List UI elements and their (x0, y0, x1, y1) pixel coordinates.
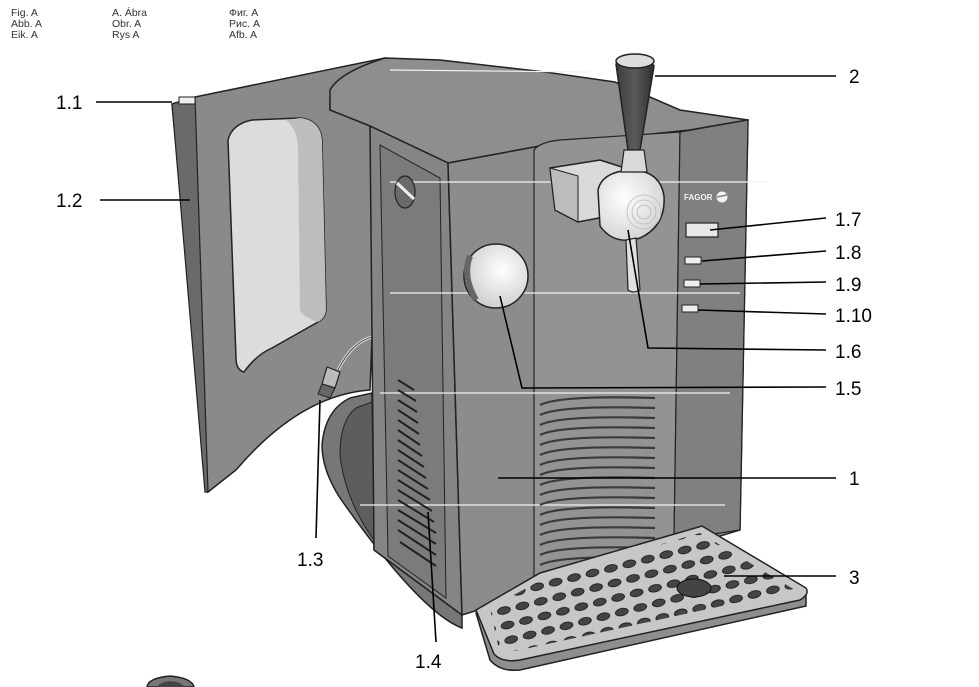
figure-label: A. Ábra (112, 7, 148, 19)
figure-label: Рис. A (229, 18, 260, 30)
tap-handle-collar (620, 149, 648, 173)
co2-tube-outline (337, 336, 373, 371)
leader-1-10 (697, 309, 827, 315)
display-window (685, 222, 719, 238)
leader-1-5 (499, 295, 827, 389)
callout-1-2: 1.2 (56, 191, 82, 212)
callout-1-6: 1.6 (835, 342, 861, 363)
figure-label-column-1: Fig. A Abb. A Eik. A (11, 8, 42, 41)
side-knob-slot (395, 181, 416, 201)
coupler-knob (463, 243, 529, 309)
callout-1-9: 1.9 (835, 275, 861, 296)
leader-1-4 (427, 511, 437, 643)
brand-logo-mark-slash (716, 194, 728, 198)
callout-1-1: 1.1 (56, 93, 82, 114)
figure-label: Фиг. A (229, 7, 259, 19)
indicator-1-9 (683, 279, 701, 288)
callout-1-7: 1.7 (835, 210, 861, 231)
accessory-part-inner (157, 681, 184, 687)
figure-label-column-2: A. Ábra Obr. A Rys A (112, 8, 147, 41)
tap-head (597, 169, 665, 241)
leader-1-9 (699, 281, 827, 285)
leader-lines (96, 75, 836, 643)
callout-1-8: 1.8 (835, 243, 861, 264)
callout-1: 1 (849, 469, 860, 490)
figure-label: Fig. A (11, 7, 38, 19)
indicator-1-8 (684, 256, 702, 265)
figure-label: Abb. A (11, 18, 42, 30)
callout-1-4: 1.4 (415, 652, 442, 673)
tap-handle-top (615, 53, 655, 69)
figure-label: Rys A (112, 29, 140, 41)
front-left-recess (379, 144, 447, 599)
control-strip (673, 119, 749, 541)
tap-housing-side (549, 167, 579, 223)
lid-latch (178, 96, 196, 105)
callout-labels: 1.1 1.2 1.3 1.4 2 1.7 1.8 1.9 1.10 1.6 1… (56, 67, 872, 673)
drip-grille (539, 396, 656, 567)
tube-connector-tip (317, 383, 336, 399)
callout-3: 3 (849, 568, 860, 589)
figure-label-column-3: Фиг. A Рис. A Afb. A (229, 8, 260, 41)
callout-1-3: 1.3 (297, 550, 323, 571)
figure-label: Afb. A (229, 29, 258, 41)
leader-1-6 (627, 229, 827, 351)
tap-head-rings (626, 194, 662, 230)
drip-tray-drain (676, 578, 712, 598)
indicator-1-10 (681, 304, 699, 313)
lid-door-inner-shade (286, 118, 326, 322)
callout-2: 2 (849, 67, 860, 88)
brand-logo-mark (716, 191, 728, 203)
vent-slots (397, 379, 437, 567)
leader-1-3 (315, 399, 321, 539)
coupler-knob-rim (464, 254, 479, 302)
figure-label: Eik. A (11, 29, 38, 41)
figure-label: Obr. A (112, 18, 142, 30)
brand-logo: FAGOR (684, 193, 713, 202)
callout-1-5: 1.5 (835, 379, 861, 400)
leader-1-8 (701, 250, 827, 262)
callout-1-10: 1.10 (835, 306, 872, 327)
leader-1-7 (709, 217, 827, 231)
